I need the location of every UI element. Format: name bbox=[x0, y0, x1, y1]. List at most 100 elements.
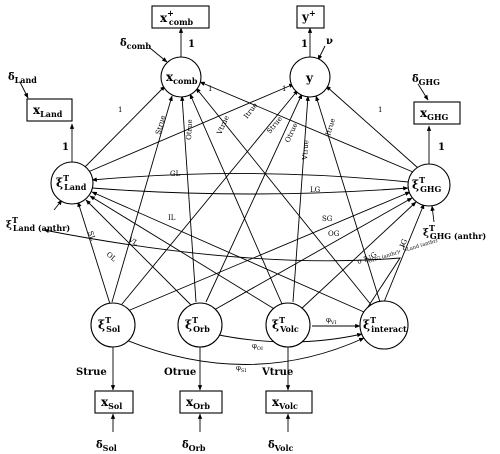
svg-text:x+comb: x+comb bbox=[160, 8, 194, 27]
label-strue-sol: Strue bbox=[76, 367, 107, 378]
edge-xiorb-to-xcomb bbox=[180, 95, 197, 303]
label-ol: OL bbox=[105, 250, 118, 263]
edge-xiland-to-xighg-lg bbox=[91, 186, 409, 195]
edge-xiorb-to-xiland bbox=[85, 199, 193, 307]
edge-xiinteract-to-xiland bbox=[91, 191, 365, 313]
edge-landanthr-to-xiland bbox=[53, 199, 63, 211]
label-phi-oi: φOI bbox=[252, 342, 263, 352]
label-one-land-y: 1 bbox=[208, 85, 212, 93]
box-nodes: x+comb y+ xLand xGHG xSol xOrb xVolc bbox=[26, 5, 461, 414]
label-vtrue-volc: Vtrue bbox=[261, 367, 293, 378]
edge-phi-si bbox=[125, 337, 365, 365]
label-delta-volc: δ̃Volc bbox=[268, 440, 294, 453]
edge-xiorb-to-y bbox=[205, 93, 303, 303]
label-il: IL bbox=[168, 214, 176, 222]
label-sl: SL bbox=[86, 230, 97, 242]
label-sg: SG bbox=[322, 215, 333, 223]
label-gl: GL bbox=[170, 170, 181, 178]
node-xvolc: xVolc bbox=[265, 390, 313, 414]
svg-text:xcomb: xcomb bbox=[166, 70, 198, 86]
label-nu: ν bbox=[326, 36, 333, 47]
edge-xisol-to-y bbox=[121, 89, 299, 305]
label-otrue-comb: Otrue bbox=[185, 119, 194, 140]
label-one-land-comb: 1 bbox=[118, 106, 122, 114]
label-phi-vi: φVI bbox=[326, 316, 337, 326]
edge-xighg-to-xiland-gl bbox=[91, 173, 409, 183]
edge-deltaland-to-xland bbox=[19, 81, 29, 99]
label-one-ghg-y: 1 bbox=[378, 106, 382, 114]
edge-xiland-to-y bbox=[87, 83, 295, 173]
label-delta-sol: δ̃Sol bbox=[96, 440, 117, 453]
svg-text:xGHG: xGHG bbox=[420, 106, 449, 122]
edges bbox=[19, 27, 435, 432]
label-itrue-y: Itrue bbox=[324, 117, 337, 136]
edge-xiorb-to-xighg bbox=[213, 197, 413, 311]
edge-xiinteract-to-y bbox=[315, 95, 381, 303]
svg-text:y: y bbox=[305, 71, 314, 85]
label-phi-si: φSI bbox=[236, 364, 246, 374]
svg-text:xOrb: xOrb bbox=[186, 395, 210, 411]
edge-nu-to-y bbox=[317, 45, 326, 61]
node-y: y bbox=[289, 56, 331, 98]
label-vtrue-y: Vtrue bbox=[301, 140, 310, 161]
label-lg: LG bbox=[310, 186, 321, 194]
label-vtrue-comb: Vtrue bbox=[215, 114, 231, 136]
node-xghg: xGHG bbox=[413, 101, 461, 125]
svg-text:xSol: xSol bbox=[101, 395, 122, 411]
node-xcomb: xcomb bbox=[160, 56, 202, 98]
svg-text:xVolc: xVolc bbox=[272, 395, 298, 411]
edge-xiland-to-xcomb bbox=[81, 85, 166, 171]
edge-xighg-to-y bbox=[325, 85, 419, 169]
label-delta-orb: δ̃Orb bbox=[182, 440, 206, 453]
label-one-y: 1 bbox=[301, 39, 308, 50]
edge-xivolc-to-xighg bbox=[299, 201, 417, 311]
label-ig: IG bbox=[398, 238, 409, 249]
edge-deltaghg-to-xghg bbox=[417, 83, 429, 101]
label-otrue-y: Otrue bbox=[284, 122, 300, 144]
edge-xighg-to-xcomb bbox=[199, 81, 414, 173]
edge-interact-to-landanthr-sigma bbox=[43, 228, 401, 317]
edge-xisol-to-xcomb bbox=[111, 95, 173, 303]
label-one-ghg-comb: 1 bbox=[282, 85, 286, 93]
edge-ghganthr-to-xighg bbox=[430, 205, 435, 223]
node-xland: xLand bbox=[26, 98, 73, 122]
node-y-plus: y+ bbox=[296, 5, 325, 29]
edge-deltacomb-to-xcomb bbox=[149, 47, 168, 63]
label-one-ghg: 1 bbox=[438, 142, 445, 153]
label-delta-ghg: δ̃GHG bbox=[412, 74, 440, 87]
label-one-comb: 1 bbox=[188, 39, 195, 50]
node-xcomb-plus: x+comb bbox=[151, 5, 210, 29]
svg-text:xLand: xLand bbox=[33, 103, 63, 119]
node-xsol: xSol bbox=[94, 390, 134, 414]
edge-xivolc-to-y bbox=[292, 95, 310, 303]
label-otrue-orb: Otrue bbox=[164, 367, 196, 378]
label-delta-land: δ̃Land bbox=[8, 72, 37, 85]
edge-xisol-to-xighg bbox=[129, 191, 411, 311]
edge-xisol-to-xiland bbox=[77, 201, 111, 305]
edge-xivolc-to-xiland bbox=[89, 195, 277, 311]
label-strue-y: Strue bbox=[265, 115, 284, 135]
label-strue-comb: Strue bbox=[154, 114, 167, 135]
label-delta-comb: δ̃comb bbox=[120, 38, 151, 51]
label-itrue-comb: Itrue bbox=[242, 101, 259, 120]
label-one-land: 1 bbox=[62, 142, 69, 153]
edge-xiinteract-to-xighg bbox=[383, 203, 425, 303]
label-og: OG bbox=[328, 230, 340, 238]
svg-text:y+: y+ bbox=[301, 8, 316, 24]
